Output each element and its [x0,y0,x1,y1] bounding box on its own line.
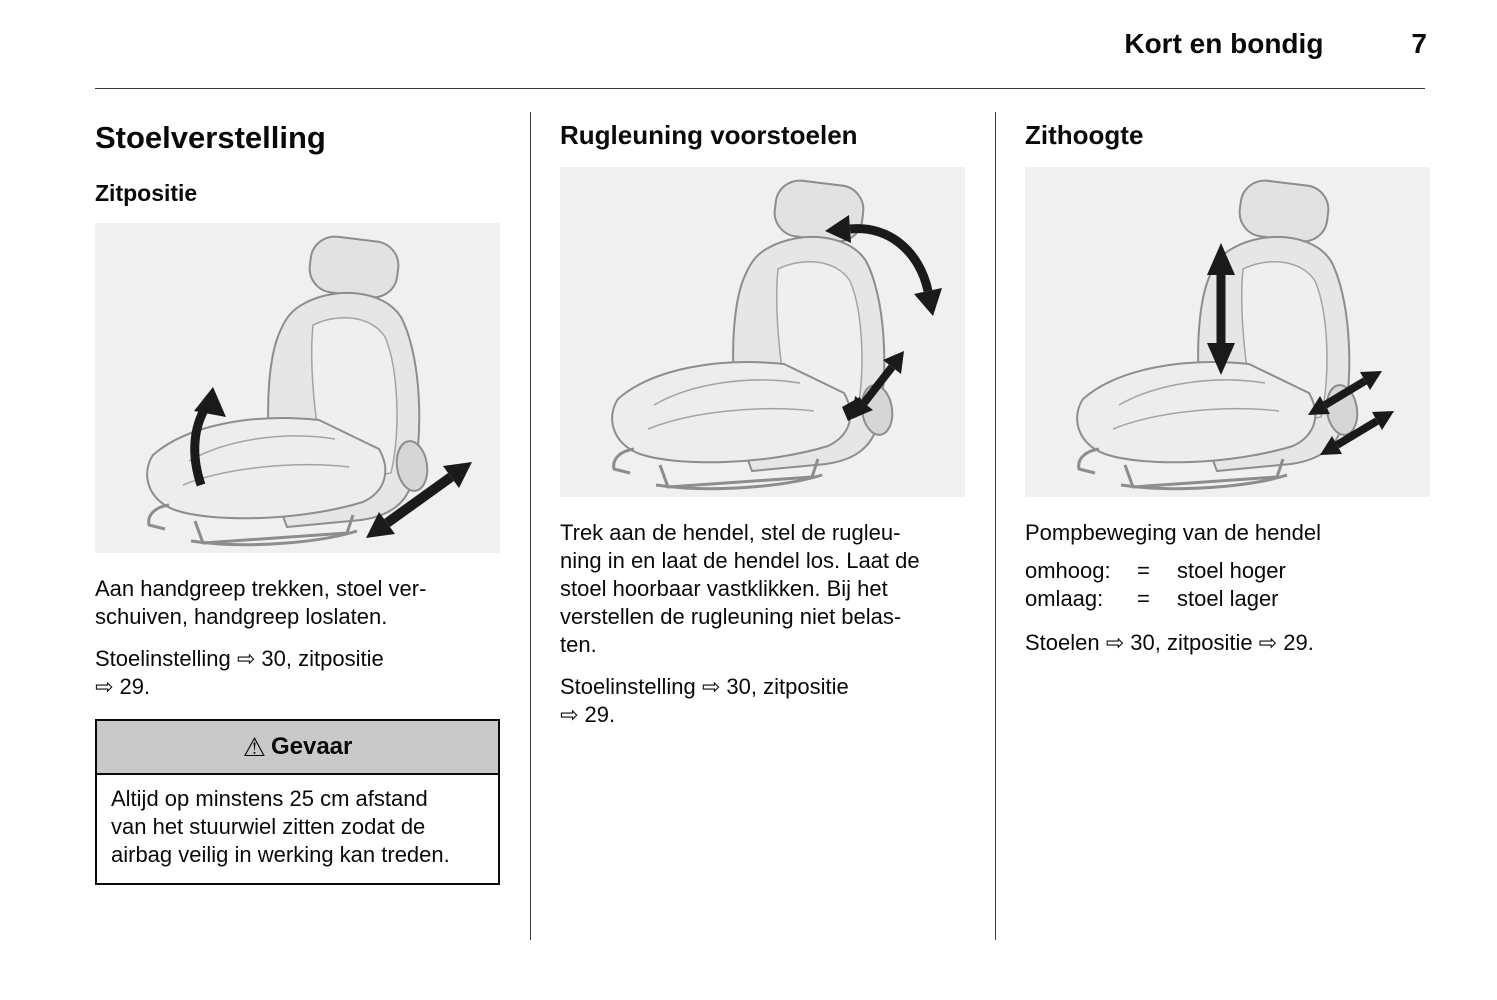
pump-row-label: omhoog: [1025,558,1111,583]
instruction-text: Trek aan de hendel, stel de rugleu- ning… [560,520,920,657]
pump-row-equals: = [1137,558,1150,583]
cross-reference: Stoelinstelling ⇨ 30, zitpositie ⇨ 29. [560,674,849,727]
danger-title: Gevaar [270,733,353,760]
seat-longitudinal-figure [95,223,500,553]
chapter-title: Kort en bondig [1124,28,1324,59]
danger-warning-box: ⚠ Gevaar Altijd op minstens 25 cm afstan… [95,719,500,885]
header-rule [95,88,1425,89]
seat-backrest-figure [560,167,965,497]
adjustment-arrows [1207,243,1394,455]
instruction-text: Aan handgreep trekken, stoel ver- schuiv… [95,576,427,629]
seat-longitudinal-illustration [145,231,472,547]
cross-reference: Stoelinstelling ⇨ 30, zitpositie ⇨ 29. [95,646,384,699]
pump-row-equals: = [1137,586,1150,611]
section-heading: Zithoogte [1025,120,1144,150]
section-backrest: Rugleuning voorstoelen Trek aan de hende… [560,120,965,729]
warning-triangle-icon: ⚠ [242,732,266,762]
pump-direction-table: omhoog: = stoel hoger omlaag: = stoel la… [1025,557,1430,613]
column-divider-right [995,112,996,940]
section-heading: Rugleuning voorstoelen [560,120,858,150]
danger-text: Altijd op minstens 25 cm afstand van het… [111,786,450,867]
column-divider-left [530,112,531,940]
page-number: 7 [1411,28,1427,59]
page-header: Kort en bondig 7 [95,28,1427,60]
section-heading: Stoelverstelling [95,120,326,155]
seat-drawing [145,231,433,547]
instruction-text: Pompbeweging van de hendel [1025,520,1322,545]
seat-height-figure [1025,167,1430,497]
subsection-heading: Zitpositie [95,180,198,206]
section-seat-height: Zithoogte Pompbeweging van de hendel [1025,120,1430,657]
pump-row-value: stoel lager [1177,586,1279,611]
pump-row-value: stoel hoger [1177,558,1286,583]
section-seat-adjustment: Stoelverstelling Zitpositie Aan handgree… [95,120,500,885]
pump-row-label: omlaag: [1025,586,1104,611]
seat-height-illustration [1075,175,1394,491]
adjustment-arrows [825,215,942,421]
cross-reference: Stoelen ⇨ 30, zitpositie ⇨ 29. [1025,630,1314,655]
seat-backrest-illustration [610,175,942,491]
danger-box-header: ⚠ Gevaar [97,721,498,775]
adjustment-arrows [190,387,472,538]
